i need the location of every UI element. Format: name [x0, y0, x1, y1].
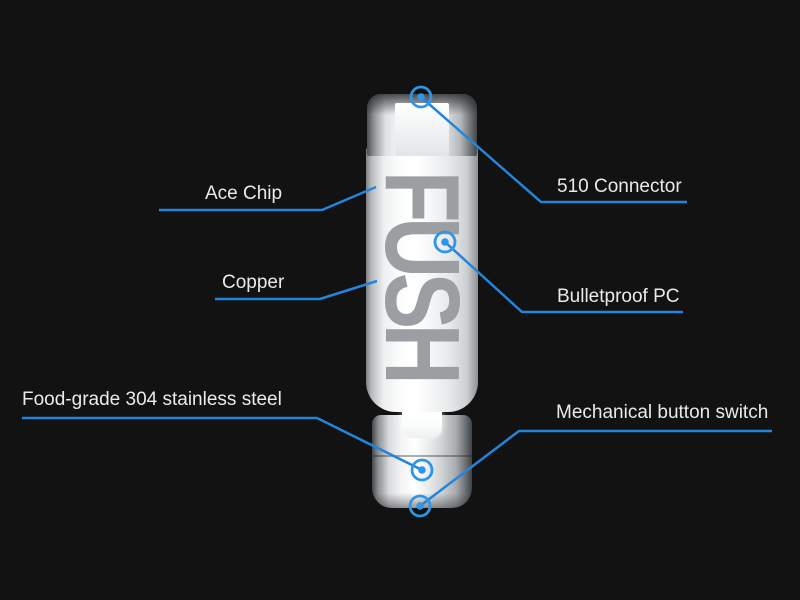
callout-label-ace-chip: Ace Chip — [205, 183, 283, 204]
product-device: FUSH — [363, 92, 481, 516]
callout-label-bulletproof-pc: Bulletproof PC — [557, 286, 680, 307]
callout-label-mechanical-button: Mechanical button switch — [556, 402, 769, 423]
device-510-connector-recess — [395, 103, 449, 156]
callout-line-food-grade — [22, 416, 423, 472]
callout-label-510-connector: 510 Connector — [557, 176, 682, 197]
device-button-housing — [402, 408, 442, 438]
device-base-seam — [373, 455, 471, 457]
device-logo-text: FUSH — [363, 170, 481, 380]
callout-label-food-grade: Food-grade 304 stainless steel — [22, 389, 282, 410]
callout-label-copper: Copper — [222, 272, 285, 293]
